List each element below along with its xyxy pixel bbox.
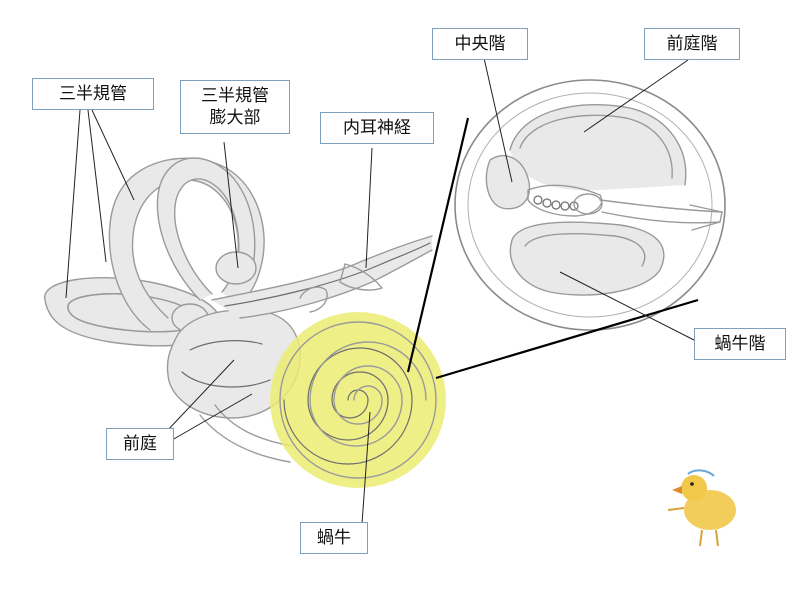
zoom-line-upper xyxy=(406,117,470,373)
label-text: 前庭階 xyxy=(666,34,718,54)
label-text: 蝸牛階 xyxy=(714,334,766,354)
label-scala-tympani: 蝸牛階 xyxy=(694,328,786,360)
label-text: 内耳神経 xyxy=(343,118,411,138)
label-vestibule: 前庭 xyxy=(106,428,174,460)
label-text: 蝸牛 xyxy=(317,528,351,548)
zoom-line-lower xyxy=(435,298,699,380)
label-text: 前庭 xyxy=(123,434,157,454)
cochlea-drawing xyxy=(270,312,446,488)
cochlea-cross-section xyxy=(454,79,726,331)
label-text: 中央階 xyxy=(454,34,506,54)
label-scala-vestibuli: 前庭階 xyxy=(644,28,740,60)
label-text-line1: 三半規管 xyxy=(201,86,269,106)
label-scala-media: 中央階 xyxy=(432,28,528,60)
label-text-line2: 膨大部 xyxy=(209,108,261,128)
semicircular-canals-drawing xyxy=(44,157,265,347)
inner-ear-nerve-drawing xyxy=(211,235,433,319)
label-inner-ear-nerve: 内耳神経 xyxy=(320,112,434,144)
label-ampulla: 三半規管 膨大部 xyxy=(180,80,290,134)
leader-lines xyxy=(65,57,695,525)
label-cochlea: 蝸牛 xyxy=(300,522,368,554)
label-text: 三半規管 xyxy=(59,84,127,104)
chick-icon xyxy=(667,469,736,547)
label-semicircular-canals: 三半規管 xyxy=(32,78,154,110)
